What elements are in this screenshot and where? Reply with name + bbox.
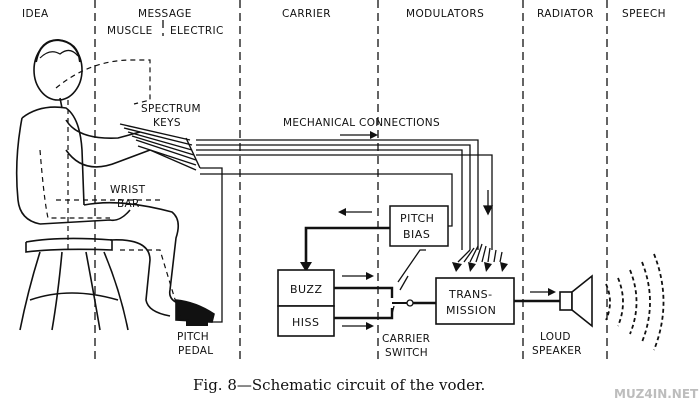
pitch-bias-box: [389, 205, 449, 247]
pitch-pedal: [186, 320, 208, 326]
pitch-pedal-label-2: PEDAL: [178, 345, 213, 357]
operator-figure: [15, 38, 215, 331]
spectrum-keys-label-1: SPECTRUM: [141, 103, 201, 115]
pitch-control-line: [300, 226, 390, 272]
pitch-bias-label-2: BIAS: [403, 228, 430, 241]
buzz-box: [277, 269, 335, 307]
pitch-bias-label-1: PITCH: [400, 212, 434, 225]
carrier-wires: [334, 272, 394, 330]
header-electric: ELECTRIC: [170, 25, 224, 37]
hiss-box: [277, 305, 335, 337]
loud-speaker-label-2: SPEAKER: [532, 345, 582, 357]
mechanical-arrow: [340, 131, 378, 139]
spectrum-keys: [119, 123, 201, 171]
header-muscle: MUSCLE: [107, 25, 153, 37]
header-modulators: MODULATORS: [406, 8, 484, 20]
header-message: MESSAGE: [138, 8, 192, 20]
spectrum-keys-label-2: KEYS: [153, 117, 181, 129]
mechanical-connections-label: MECHANICAL CONNECTIONS: [283, 117, 440, 129]
carrier-switch-label-2: SWITCH: [385, 347, 428, 359]
speaker-wire: [514, 288, 560, 303]
fan-arrowheads: [452, 262, 508, 272]
wrist-bar-label-2: BAR: [117, 198, 140, 210]
column-dividers: [94, 0, 608, 360]
wrist-bar-label-1: WRIST: [110, 184, 146, 196]
loud-speaker-label-1: LOUD: [540, 331, 571, 343]
buzz-label: BUZZ: [290, 283, 322, 296]
sound-waves: [605, 253, 665, 351]
carrier-switch: [391, 249, 436, 315]
figure-caption: Fig. 8—Schematic circuit of the voder.: [193, 376, 485, 394]
header-speech: SPEECH: [622, 8, 666, 20]
pitch-pedal-label-1: PITCH: [177, 331, 209, 343]
header-idea: IDEA: [22, 8, 49, 20]
muscle-paths: [39, 59, 181, 317]
transmission-label-1: TRANS-: [448, 288, 493, 301]
transmission-label-2: MISSION: [446, 304, 496, 317]
header-radiator: RADIATOR: [537, 8, 594, 20]
watermark: MUZ4IN.NET: [614, 387, 699, 401]
hiss-label: HISS: [292, 316, 319, 329]
transmission-box: [435, 277, 515, 325]
carrier-switch-label-1: CARRIER: [382, 333, 430, 345]
transmission-fan: [457, 243, 503, 263]
mechanical-connection-wires: [196, 139, 494, 323]
loud-speaker-icon: [559, 274, 593, 328]
header-carrier: CARRIER: [282, 8, 331, 20]
pitch-bias-arrow: [338, 208, 372, 216]
